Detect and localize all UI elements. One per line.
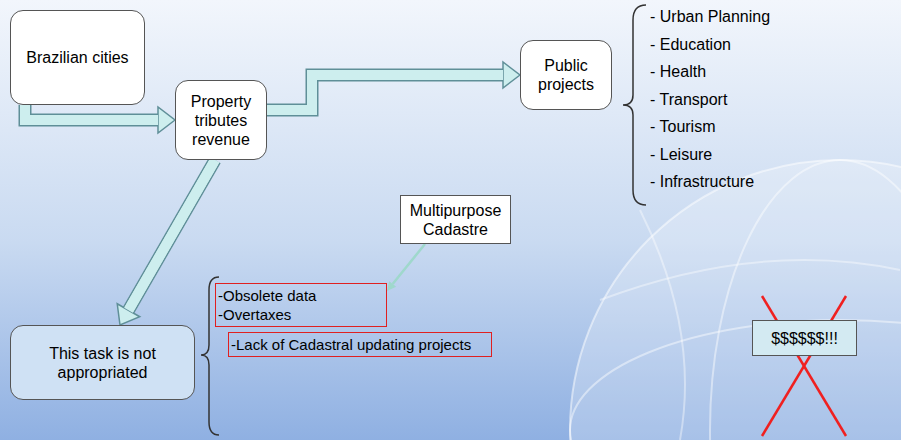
revenue-box: Property tributes revenue xyxy=(175,80,267,160)
cadastre-box: Multipurpose Cadastre xyxy=(400,195,511,244)
node-text: -Lack of Cadastral updating projects xyxy=(231,335,471,354)
node-text: -Overtaxes xyxy=(218,305,291,324)
arrow-line xyxy=(387,244,425,291)
node-text: Multipurpose Cadastre xyxy=(401,201,510,239)
node-text: $$$$$$!!! xyxy=(769,329,840,348)
block-arrow xyxy=(267,62,520,110)
highlight-box: -Obsolete data-Overtaxes xyxy=(215,283,387,327)
block-arrow xyxy=(25,105,175,133)
list-item: - Education xyxy=(650,35,731,54)
list-item: - Tourism xyxy=(650,117,716,136)
node-text: This task is not appropriated xyxy=(11,344,194,382)
list-item: - Infrastructure xyxy=(650,172,754,191)
node-text: Brazilian cities xyxy=(26,48,128,67)
list-item: - Urban Planning xyxy=(650,7,770,26)
block-arrow xyxy=(117,160,215,325)
projects-box: Public projects xyxy=(520,40,612,110)
problem-box: This task is not appropriated xyxy=(10,325,195,400)
list-item: - Leisure xyxy=(650,145,712,164)
money-box: $$$$$$!!! xyxy=(752,320,857,356)
curly-brace xyxy=(623,5,646,205)
highlight-box: -Lack of Cadastral updating projects xyxy=(228,332,492,357)
globe-decoration xyxy=(570,160,901,440)
node-text: Property tributes revenue xyxy=(176,92,266,149)
list-item: - Transport xyxy=(650,90,727,109)
cross-mark xyxy=(762,296,846,436)
curly-brace xyxy=(201,277,219,435)
node-text: Public projects xyxy=(521,56,611,94)
city-box: Brazilian cities xyxy=(10,10,145,105)
list-item: - Health xyxy=(650,62,706,81)
node-text: -Obsolete data xyxy=(218,286,316,305)
